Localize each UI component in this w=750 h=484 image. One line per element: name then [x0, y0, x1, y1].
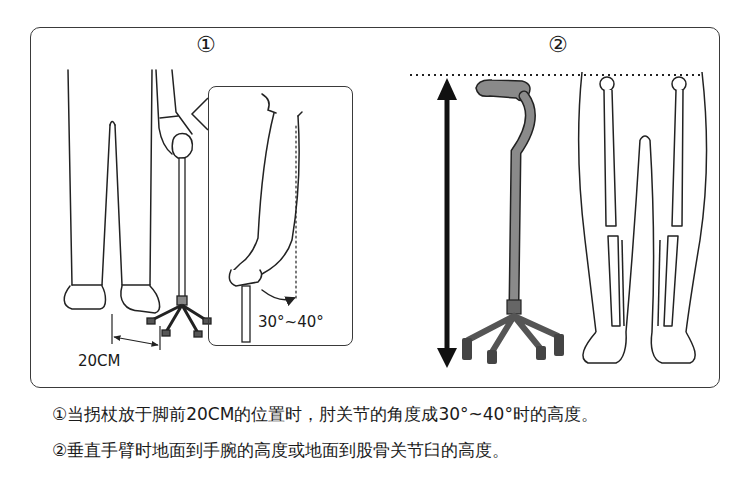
femur: [672, 90, 683, 226]
dimension-label: 20CM: [78, 352, 121, 370]
angle-label: 30°~40°: [258, 313, 324, 331]
arm-line: [156, 70, 172, 154]
trouser-line: [102, 125, 110, 285]
leg-outline: [686, 72, 707, 332]
neck-line: [262, 94, 276, 113]
extension-line: [159, 326, 160, 350]
cane-foot: [147, 318, 155, 324]
cane-collar: [177, 296, 187, 305]
hand: [172, 134, 192, 159]
extension-line: [111, 314, 112, 344]
dimension-line: [114, 337, 158, 345]
fibula: [622, 240, 624, 326]
callout-inset: 30°~40°: [208, 86, 353, 346]
leg-outline: [640, 136, 650, 140]
angle-arc: [262, 290, 294, 300]
sleeve-cuff: [160, 116, 178, 118]
pointer-fill: [192, 98, 208, 130]
pointer-outline: [192, 98, 208, 130]
foot: [583, 332, 626, 363]
cane-foot: [487, 350, 497, 364]
cane-collar: [507, 300, 521, 314]
shoe: [121, 286, 160, 313]
height-arrow: [437, 78, 457, 368]
callout-number: ①: [196, 32, 216, 58]
trouser-line: [150, 70, 152, 285]
arrow-shaft: [445, 96, 450, 352]
tibia: [608, 236, 620, 326]
femur-head: [600, 77, 614, 91]
trouser-hem: [72, 284, 150, 286]
inset-arm: [229, 94, 302, 342]
cane-shaft-outline: [514, 96, 530, 302]
cane-foot: [462, 338, 472, 360]
quad-cane-right: [462, 80, 564, 364]
note-text: ②垂直手臂时地面到手腕的高度或地面到股骨关节臼的高度。: [52, 440, 509, 460]
person-figure-left: [64, 70, 192, 313]
arm-outline: [232, 113, 274, 272]
cane-foot: [162, 330, 170, 336]
leg-outline: [579, 72, 596, 332]
arrow-head: [437, 348, 457, 368]
fibula: [658, 240, 660, 326]
leg-outline: [626, 140, 640, 332]
leg-skeleton-figure: [579, 72, 707, 363]
back-line: [298, 112, 302, 116]
cane-foot: [203, 318, 211, 324]
note-text: ①当拐杖放于脚前20CM的位置时，肘关节的角度成30°~40°时的高度。: [52, 404, 598, 424]
femur: [604, 90, 616, 226]
callout-number: ②: [548, 32, 568, 58]
cane-foot: [536, 346, 546, 360]
cane-shaft: [179, 158, 185, 298]
cane-shaft: [242, 286, 250, 342]
femur-head: [672, 77, 686, 91]
height-reference-line: [410, 74, 702, 76]
cane-shaft: [514, 96, 530, 302]
cane-foot: [194, 331, 202, 337]
arm-line: [172, 70, 192, 134]
cane-foot: [554, 334, 564, 356]
arm-outline: [262, 116, 299, 274]
foot: [651, 332, 695, 363]
trouser-line: [68, 70, 72, 285]
vertical-reference: [295, 126, 296, 300]
fist: [229, 270, 261, 286]
trouser-line: [110, 122, 115, 126]
callout-pointer: [192, 98, 208, 130]
frame-panel: ① ② 30°~40°: [30, 27, 720, 388]
leg-outline: [650, 140, 654, 332]
shoe: [64, 286, 105, 309]
quad-cane-left: [147, 158, 211, 337]
tibia: [664, 236, 678, 326]
trouser-line: [115, 125, 122, 285]
arrow-head: [437, 78, 457, 100]
dimension-20cm: [112, 314, 160, 350]
